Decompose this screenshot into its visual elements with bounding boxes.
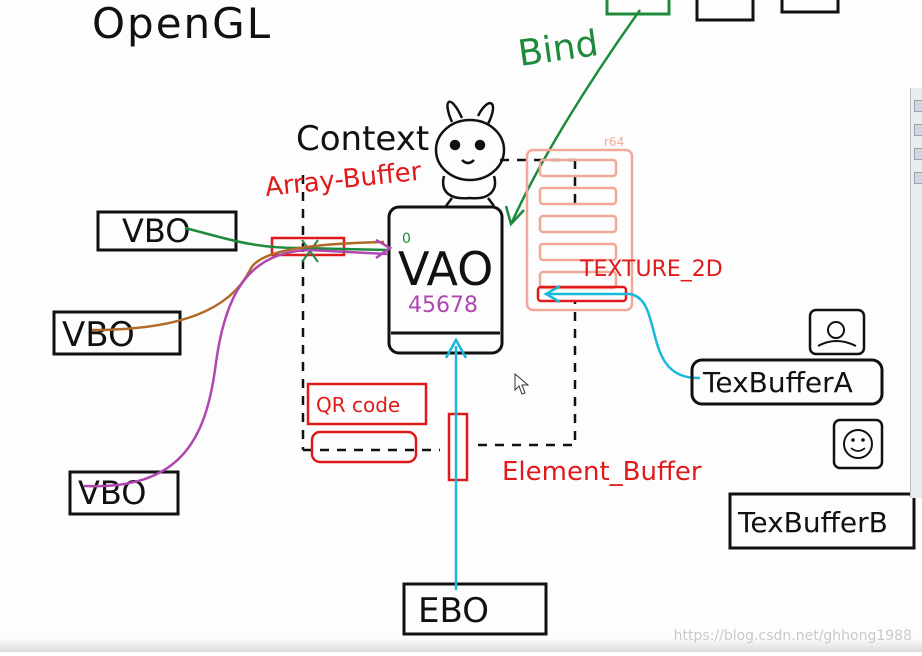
vbo-node-3[interactable]: VBO (68, 470, 180, 516)
vbo-box-3 (68, 470, 180, 516)
qr-code-label: QR code (316, 393, 400, 417)
tex-buffer-b-label: TexBufferB (737, 506, 888, 539)
vbo-node-2[interactable]: VBO (52, 310, 182, 356)
bottom-fade (0, 638, 922, 652)
image-thumbnail-icon (808, 308, 866, 356)
element-buffer-label: Element_Buffer (502, 457, 702, 487)
bind-arrowhead (504, 205, 525, 227)
ebo-label: EBO (418, 591, 489, 631)
texture-units-label: r64 (604, 135, 624, 149)
context-label: Context (296, 119, 429, 159)
smiley-thumbnail-icon (832, 418, 884, 470)
tex-buffer-b-node[interactable]: TexBufferB (728, 492, 916, 550)
vao-slot-zero: 0 (402, 231, 411, 247)
array-arrowhead (375, 238, 393, 260)
vbo-label-3: VBO (78, 474, 146, 512)
context-boundary (301, 158, 577, 452)
red-slot-box (310, 430, 418, 464)
title-text: OpenGL (92, 0, 272, 48)
bind-arrow (510, 9, 642, 223)
side-toolbar-button-1[interactable] (914, 100, 922, 112)
ebo-box (402, 582, 548, 636)
side-toolbar-button-4[interactable] (914, 172, 922, 184)
texbuffer-a-arrowhead (543, 284, 561, 304)
ebo-node[interactable]: EBO (402, 582, 548, 636)
ebo-arrowhead (444, 337, 468, 359)
tex-buffer-b-box (728, 492, 916, 550)
bunny-mascot (434, 100, 506, 207)
vao-label: VAO (398, 242, 493, 296)
side-toolbar (910, 88, 922, 498)
mouse-cursor-icon (514, 372, 530, 395)
vbo-node-1[interactable]: VBO (96, 210, 238, 252)
top-partial-box-2 (780, 0, 840, 14)
qr-code-box (306, 382, 428, 426)
vbo-box-1 (96, 210, 238, 252)
watermark-text: https://blog.csdn.net/ghhong1988 (673, 628, 912, 644)
vbo-label-1: VBO (122, 212, 190, 250)
array-buffer-label: Array-Buffer (264, 157, 424, 203)
vbo-label-2: VBO (62, 315, 135, 355)
vbo-box-2 (52, 310, 182, 356)
vao-box (387, 205, 504, 355)
vbo3-link-purple (83, 248, 389, 488)
side-toolbar-button-2[interactable] (914, 124, 922, 136)
texbuffer-a-link (548, 292, 701, 380)
tex-buffer-a-label: TexBufferA (702, 366, 853, 399)
top-partial-box-1 (695, 0, 755, 22)
vbo2-link-brown (91, 240, 385, 332)
tex-buffer-a-box (690, 358, 884, 406)
texture-2d-label: TEXTURE_2D (579, 257, 723, 282)
vao-slot-numbers: 45678 (408, 293, 478, 318)
bind-label: Bind (516, 23, 601, 75)
element-buffer-slot (447, 412, 469, 482)
side-toolbar-button-3[interactable] (914, 148, 922, 160)
texture-unit-stack (525, 148, 634, 312)
tex-buffer-a-node[interactable]: TexBufferA (690, 358, 884, 406)
